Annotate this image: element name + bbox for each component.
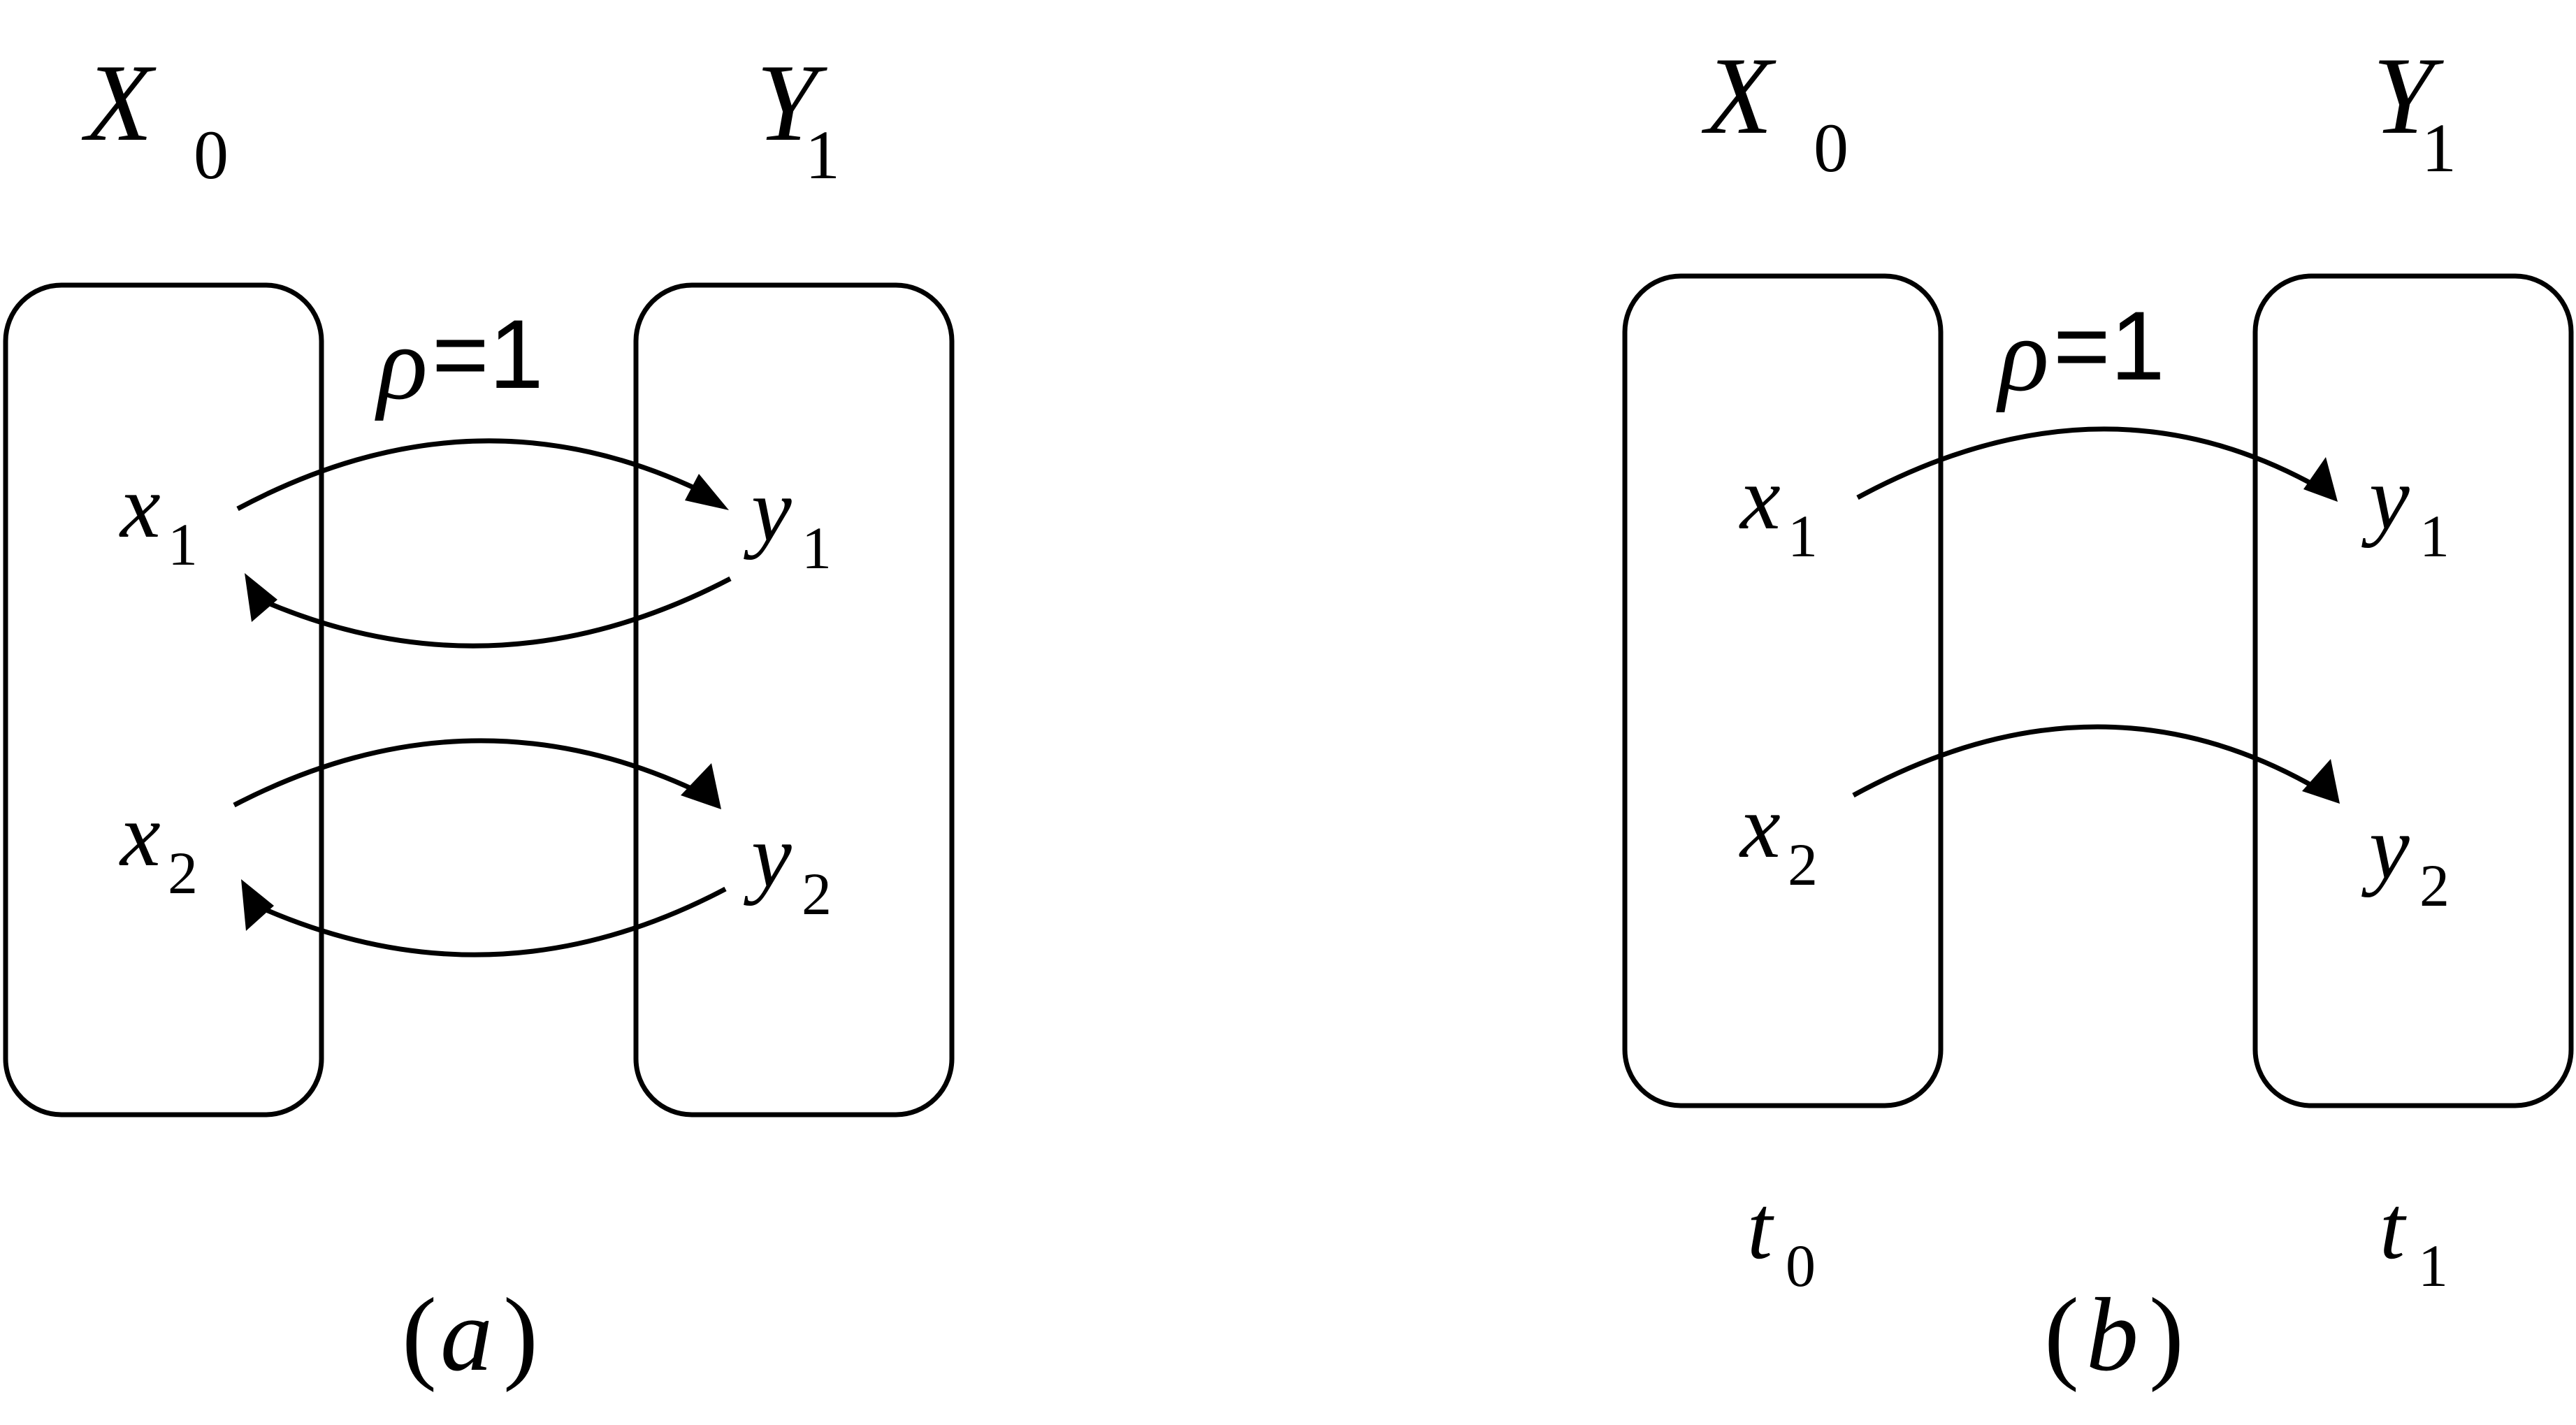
panel-b-set-x0-letter: X [1701,35,1777,157]
panel-b-item-y2-letter: y [2361,797,2410,898]
panel-a-rho-symbol: ρ [375,305,428,421]
panel-b-time-t1-sub: 1 [2418,1232,2448,1299]
panel-a-item-x2-letter: x [119,785,161,885]
panel-a-item-y1-letter: y [744,460,792,560]
panel-a-arrow-y2-to-x2-head [241,879,274,931]
panel-a-caption-open: ( [402,1277,437,1393]
panel-b-caption-open: ( [2044,1277,2079,1393]
panel-b-item-x1-letter: x [1739,448,1781,549]
panel-b-rho-value: =1 [2053,291,2165,400]
panel-b-time-t0-sub: 0 [1786,1232,1816,1299]
panel-a-arrow-y1-to-x1-head [245,573,277,622]
panel-b-item-y1-letter: y [2361,448,2410,549]
panel-a-item-y2-letter: y [744,806,792,906]
panel-a-arrow-y1-to-x1 [259,576,732,649]
panel-a-caption-close: ) [503,1277,538,1393]
panel-b-item-x2-letter: x [1739,776,1781,877]
panel-b-caption-letter: b [2086,1277,2139,1393]
panel-b-set-y1-box [2252,273,2574,1108]
panel-b-caption-close: ) [2149,1277,2184,1393]
panel-b-set-y1-sub: 1 [2422,109,2456,187]
panel-b-set-y1-letter: Y [2373,35,2444,157]
panel-a-set-y1-letter: Y [756,42,827,164]
panel-b-arrow-x2-to-y2-head [2302,759,2340,804]
panel-b-item-y1-sub: 1 [2419,502,2450,570]
panel-b-arrow-x1-to-y1 [1856,426,2323,500]
panel-a-rho-value: =1 [432,299,544,409]
panel-a-set-x0-sub: 0 [194,116,229,194]
panel-a-set-y1-sub: 1 [805,116,840,194]
panel-a-caption-letter: a [440,1277,493,1393]
panel-a-set-x0-box [3,282,324,1117]
panel-b-arrow-x1-to-y1-head [2303,457,2338,502]
panel-a-item-y2-sub: 2 [802,860,832,927]
panel-b-time-t0-letter: t [1747,1178,1774,1278]
panel-a-arrow-x2-to-y2 [233,738,707,808]
panel-b-arrow-x2-to-y2 [1852,724,2323,798]
panel-b-set-x0-box [1622,273,1944,1108]
panel-a-set-x0-letter: X [81,42,157,164]
panel-a-item-x1-letter: x [119,456,161,557]
panel-a-item-x1-sub: 1 [168,511,198,578]
panel-b: X 0 Y 1 ρ =1 x 1 x 2 y 1 y 2 t 0 t 1 ( b… [1622,35,2574,1393]
panel-b-item-x2-sub: 2 [1788,831,1818,898]
panel-a-set-y1-box [633,282,955,1117]
panel-a: X 0 Y 1 ρ =1 x 1 x 2 y 1 y 2 ( a ) [3,42,955,1393]
panel-b-rho-symbol: ρ [1996,297,2049,413]
panel-a-item-y1-sub: 1 [802,514,832,581]
panel-a-arrow-x1-to-y1-head [685,474,729,510]
panel-b-item-y2-sub: 2 [2419,852,2450,919]
panel-a-arrow-y2-to-x2 [254,886,727,957]
panel-a-arrow-x1-to-y1 [236,438,716,512]
panel-a-item-x2-sub: 2 [168,839,198,906]
panel-b-time-t1-letter: t [2380,1178,2407,1278]
panel-a-arrow-x2-to-y2-head [681,763,721,809]
panel-b-set-x0-sub: 0 [1814,109,1848,187]
panel-b-item-x1-sub: 1 [1788,502,1818,570]
